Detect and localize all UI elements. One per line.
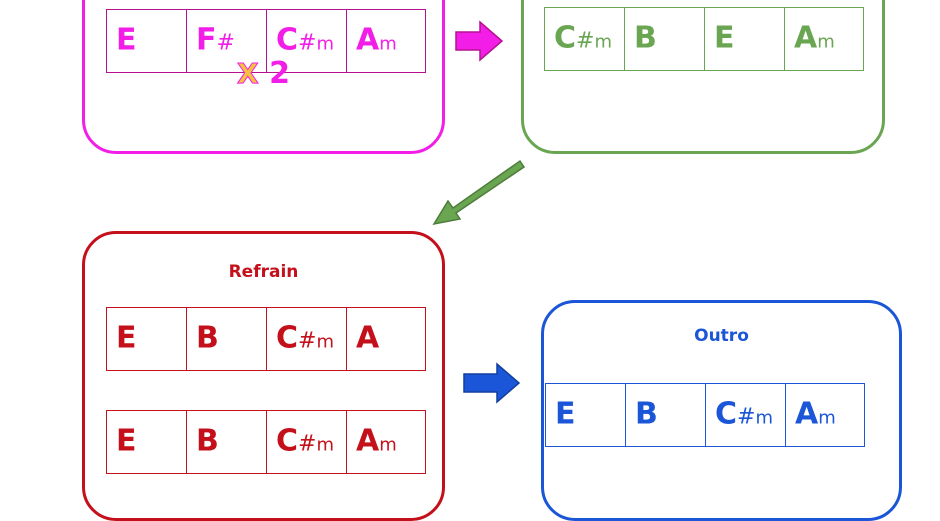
chord-label: C#m: [276, 320, 335, 356]
verse-chord-row: E F# C#m Am: [106, 9, 426, 73]
chord-label: F#: [196, 22, 235, 58]
chord-label: C#m: [276, 423, 335, 459]
chord-cell: Am: [346, 9, 426, 73]
chord-cell: E: [545, 383, 625, 447]
chord-cell: B: [625, 383, 705, 447]
chord-label: E: [116, 423, 137, 459]
chord-label: E: [714, 20, 735, 56]
flow-arrows: [432, 20, 526, 404]
refrain-chord-row-1: E B C#m A: [106, 307, 426, 371]
refrain-chord-row-2: E B C#m Am: [106, 410, 426, 474]
chord-cell: B: [186, 410, 266, 474]
chord-label: Am: [356, 22, 397, 58]
chord-label: Am: [795, 396, 836, 432]
down-left-arrow-icon: [432, 159, 526, 226]
right-arrow-icon: [455, 20, 504, 62]
chord-label: B: [634, 20, 657, 56]
refrain-section: Refrain E B C#m A E B C#m Am: [82, 231, 445, 521]
chord-cell: C#m: [705, 383, 785, 447]
chord-label: Am: [794, 20, 835, 56]
outro-title: Outro: [694, 326, 749, 346]
chord-cell: C#m: [266, 410, 346, 474]
chord-cell: C#m: [266, 9, 346, 73]
chord-cell: F#: [186, 9, 266, 73]
chord-label: C#m: [276, 22, 335, 58]
chord-label: C#m: [554, 20, 613, 56]
chord-cell: C#m: [544, 7, 624, 71]
chord-cell: E: [106, 410, 186, 474]
prechorus-section: C#m B E Am: [521, 0, 885, 154]
verse-section: E F# C#m Am X 2: [82, 0, 445, 154]
chord-cell: Am: [346, 410, 426, 474]
chord-label: C#m: [715, 396, 774, 432]
chord-label: B: [635, 396, 658, 432]
chord-cell: C#m: [266, 307, 346, 371]
prechorus-chord-row: C#m B E Am: [544, 7, 864, 71]
chord-label: B: [196, 423, 219, 459]
chord-cell: E: [106, 307, 186, 371]
chord-cell: B: [186, 307, 266, 371]
repeat-x-icon: X: [237, 57, 260, 91]
chord-cell: A: [346, 307, 426, 371]
chord-cell: B: [624, 7, 704, 71]
chord-cell: E: [704, 7, 784, 71]
outro-chord-row: E B C#m Am: [545, 383, 865, 447]
repeat-marker: X 2: [85, 56, 442, 91]
chord-label: B: [196, 320, 219, 356]
repeat-count: 2: [269, 56, 290, 91]
chord-label: Am: [356, 423, 397, 459]
chord-label: A: [356, 320, 380, 356]
chord-cell: E: [106, 9, 186, 73]
chord-label: E: [116, 22, 137, 58]
chord-cell: Am: [784, 7, 864, 71]
chord-label: E: [116, 320, 137, 356]
refrain-title: Refrain: [228, 262, 299, 282]
right-arrow-icon: [463, 362, 521, 404]
chord-label: E: [555, 396, 576, 432]
chord-cell: Am: [785, 383, 865, 447]
